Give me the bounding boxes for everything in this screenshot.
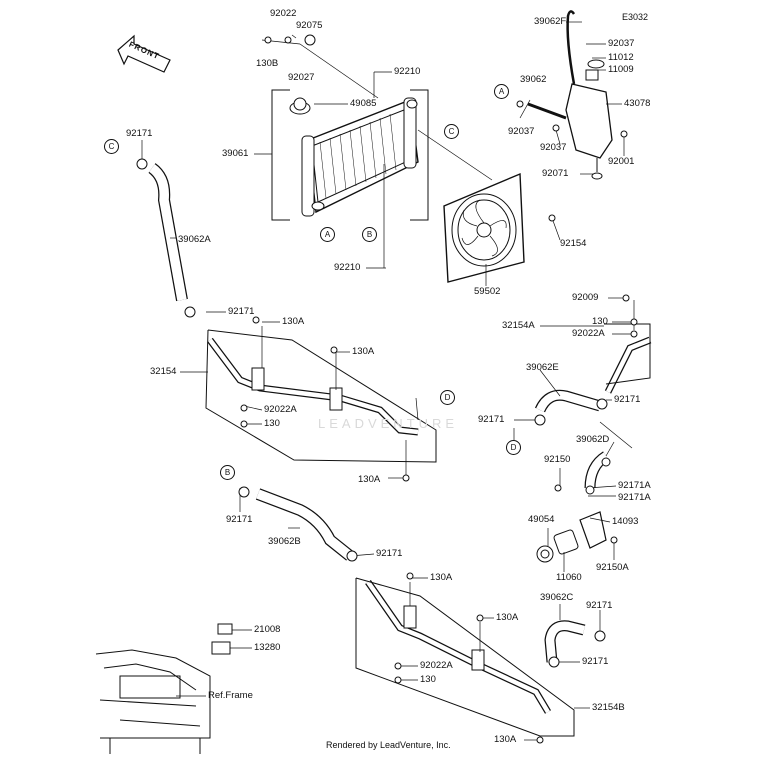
part-label[interactable]: 59502 [474,286,501,297]
part-label[interactable]: 92037 [508,126,535,137]
part-label[interactable]: 92210 [394,66,421,77]
ref-marker-b: B [362,227,377,242]
part-label[interactable]: 49054 [528,514,555,525]
part-label[interactable]: 92171 [614,394,641,405]
part-label[interactable]: 130A [494,734,517,745]
part-label[interactable]: 92037 [540,142,567,153]
part-label[interactable]: 11012 [608,52,634,63]
thermostat-housing [536,511,607,563]
part-label[interactable]: 92171 [586,600,613,611]
part-label[interactable]: 92171A [618,492,651,503]
part-label[interactable]: 92171 [478,414,505,425]
part-label[interactable]: 39061 [222,148,249,159]
part-label[interactable]: 92171 [226,514,253,525]
part-label[interactable]: 130 [420,674,436,685]
part-label[interactable]: 92150 [544,454,571,465]
ref-marker-a: A [320,227,335,242]
part-label[interactable]: 92171 [126,128,153,139]
bracket-21008 [211,623,233,655]
pipe-32154 [205,329,437,463]
ref-marker-d: D [440,390,455,405]
part-label[interactable]: 130A [496,612,519,623]
part-label[interactable]: 92022A [264,404,297,415]
hose-39062c [544,620,586,663]
part-label[interactable]: 32154B [592,702,625,713]
watermark: LEADVENTURE [318,416,459,431]
radiator-core [289,97,419,217]
part-label[interactable]: 39062E [526,362,559,373]
part-label[interactable]: 130A [282,316,305,327]
radiator-group-bracket [271,89,429,221]
part-label[interactable]: 130 [264,418,280,429]
part-label[interactable]: 39062F [534,16,567,27]
hose-39062d [584,451,610,489]
part-label[interactable]: 92009 [572,292,599,303]
part-label[interactable]: 92022 [270,8,297,19]
part-label[interactable]: 32154 [150,366,177,377]
part-label[interactable]: 92150A [596,562,629,573]
part-label[interactable]: 92171 [582,656,609,667]
part-label[interactable]: 92071 [542,168,569,179]
part-label[interactable]: 92171A [618,480,651,491]
part-label[interactable]: 92001 [608,156,635,167]
hose-39062a [148,163,188,302]
cooling-fan [443,172,525,283]
hose-39062b [255,488,354,561]
footer-credit: Rendered by LeadVenture, Inc. [326,740,451,750]
part-label[interactable]: 39062 [520,74,547,85]
hose-39062e [534,389,602,413]
reserve-tank [565,10,613,180]
part-label[interactable]: 92075 [296,20,323,31]
part-label[interactable]: Ref.Frame [208,690,253,701]
part-label[interactable]: 130B [256,58,279,69]
part-label[interactable]: 11009 [608,64,634,75]
part-label[interactable]: 11060 [556,572,582,583]
part-label[interactable]: 39062B [268,536,301,547]
part-label[interactable]: 130 [592,316,608,327]
pipe-32154b [355,577,575,737]
ref-marker-b: B [220,465,235,480]
part-label[interactable]: 32154A [502,320,535,331]
part-label[interactable]: 92022A [420,660,453,671]
part-label[interactable]: 130A [352,346,375,357]
part-label[interactable]: 92154 [560,238,587,249]
part-label[interactable]: 39062A [178,234,211,245]
part-label[interactable]: 130A [430,572,453,583]
part-label[interactable]: 13280 [254,642,281,653]
part-label[interactable]: 92037 [608,38,635,49]
part-label[interactable]: 130A [358,474,381,485]
pipe-32154a [604,323,652,394]
part-label[interactable]: 49085 [350,98,377,109]
ref-marker-c: C [444,124,459,139]
part-label[interactable]: 43078 [624,98,651,109]
part-label[interactable]: 92027 [288,72,315,83]
frame-outline [95,649,211,754]
part-label[interactable]: 92171 [228,306,255,317]
ref-marker-a: A [494,84,509,99]
ref-marker-c: C [104,139,119,154]
ref-marker-d: D [506,440,521,455]
part-label[interactable]: 39062D [576,434,610,445]
part-label[interactable]: 92022A [572,328,605,339]
part-label[interactable]: 92210 [334,262,361,273]
part-label[interactable]: 14093 [612,516,639,527]
fasteners [136,34,638,744]
overflow-hose [527,102,567,120]
front-arrow-icon [117,34,171,73]
part-label[interactable]: 39062C [540,592,574,603]
diagram-code: E3032 [622,12,649,22]
part-label[interactable]: 21008 [254,624,281,635]
part-label[interactable]: 92171 [376,548,403,559]
